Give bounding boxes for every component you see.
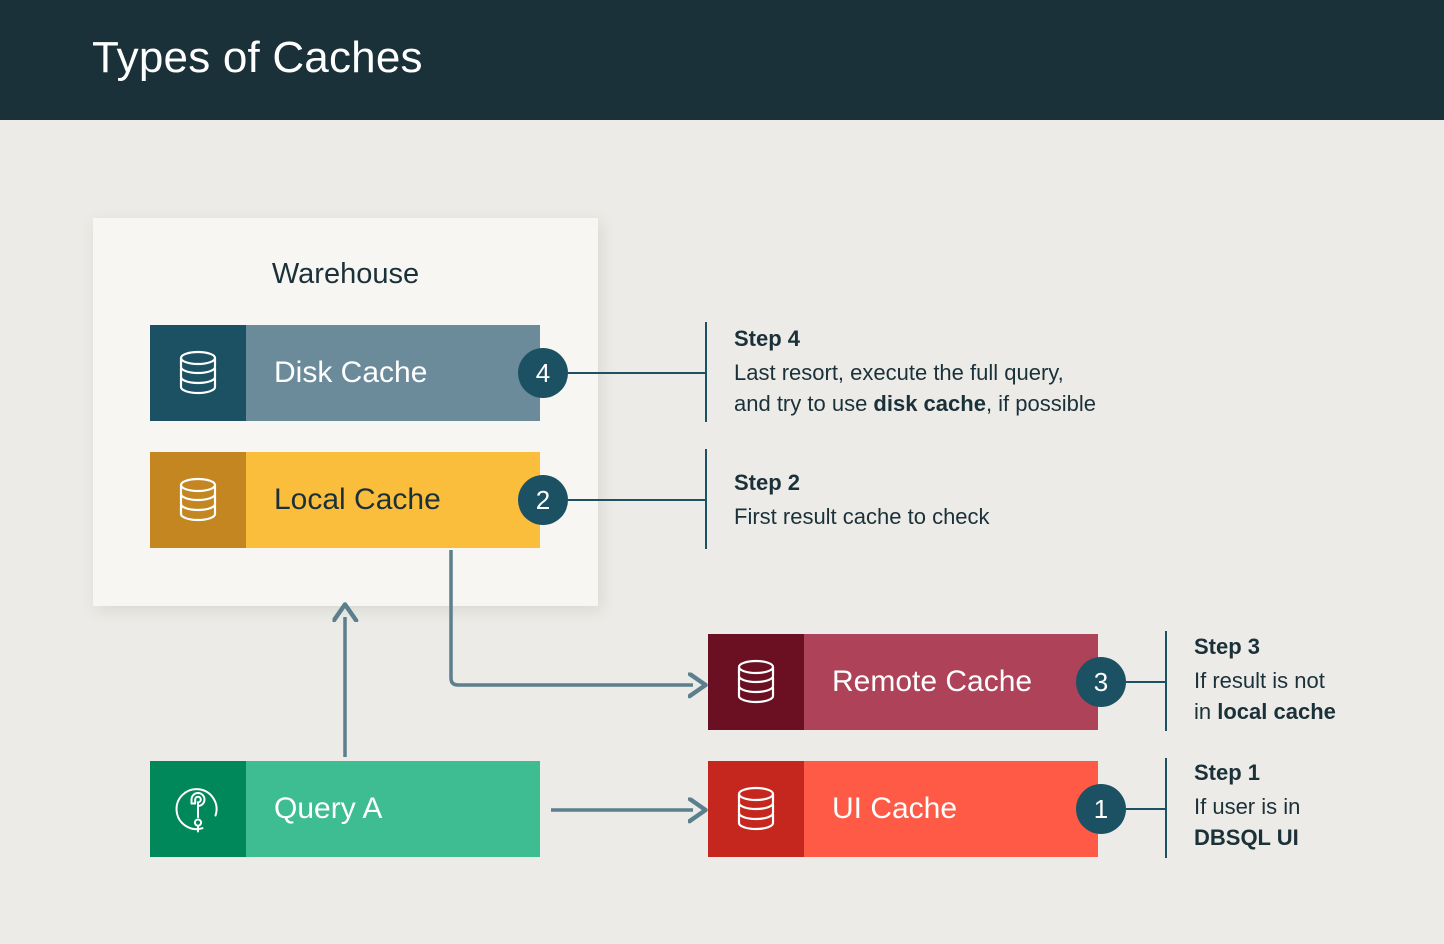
- step-4-heading: Step 4: [734, 326, 801, 351]
- page-title: Types of Caches: [92, 33, 423, 82]
- query-a-body: Query A: [246, 761, 540, 857]
- step-1-heading: Step 1: [1194, 760, 1261, 785]
- cache-bar-remote-cache[interactable]: Remote Cache: [708, 634, 1098, 730]
- step-3-line2-pre: in: [1194, 699, 1218, 725]
- step-3-heading: Step 3: [1194, 634, 1261, 659]
- step-description-1: Step 1 If user is in DBSQL UI: [1194, 760, 1444, 853]
- ui-cache-body: UI Cache: [804, 761, 1098, 857]
- leader-line-step-2-bracket: [705, 449, 707, 549]
- step-4-line1: Last resort, execute the full query,: [734, 360, 1064, 385]
- cache-bar-ui-cache[interactable]: UI Cache: [708, 761, 1098, 857]
- cache-bar-disk-cache[interactable]: Disk Cache: [150, 325, 540, 421]
- step-4-body: Last resort, execute the full query, and…: [734, 357, 1254, 419]
- leader-line-step-1-bracket: [1165, 758, 1167, 858]
- step-badge-1[interactable]: 1: [1076, 784, 1126, 834]
- disk-cache-icon-panel: [150, 325, 246, 421]
- leader-line-step-3-bracket: [1165, 631, 1167, 731]
- remote-cache-body: Remote Cache: [804, 634, 1098, 730]
- database-icon: [737, 659, 775, 704]
- step-3-line1: If result is not: [1194, 668, 1325, 693]
- step-badge-4[interactable]: 4: [518, 348, 568, 398]
- step-4-line2-post: , if possible: [985, 391, 1096, 417]
- step-2-line1: First result cache to check: [734, 504, 990, 529]
- remote-cache-label: Remote Cache: [832, 665, 1033, 698]
- step-badge-2[interactable]: 2: [518, 475, 568, 525]
- step-2-body: First result cache to check: [734, 501, 1154, 532]
- leader-line-step-1-horizontal: [1126, 808, 1166, 810]
- question-circle-icon: [175, 788, 218, 833]
- header-bar: Types of Caches: [0, 0, 1444, 120]
- step-badge-3[interactable]: 3: [1076, 657, 1126, 707]
- warehouse-label: Warehouse: [271, 258, 420, 290]
- disk-cache-label: Disk Cache: [274, 356, 428, 389]
- step-description-2: Step 2 First result cache to check: [734, 470, 1154, 532]
- database-icon: [179, 477, 217, 522]
- step-2-heading: Step 2: [734, 470, 801, 495]
- cache-bar-local-cache[interactable]: Local Cache: [150, 452, 540, 548]
- remote-cache-icon-panel: [708, 634, 804, 730]
- step-3-body: If result is not in local cache: [1194, 665, 1444, 727]
- step-3-line2-bold: local cache: [1217, 699, 1336, 725]
- diagram-canvas: Warehouse Disk Cache 4: [0, 120, 1444, 944]
- database-icon: [179, 350, 217, 395]
- ui-cache-label: UI Cache: [832, 792, 958, 825]
- leader-line-step-4-horizontal: [568, 372, 706, 374]
- step-description-3: Step 3 If result is not in local cache: [1194, 634, 1444, 727]
- step-1-line2-bold: DBSQL UI: [1194, 825, 1299, 851]
- step-4-line2-bold: disk cache: [873, 391, 986, 417]
- step-4-line2-pre: and try to use: [734, 391, 874, 417]
- leader-line-step-3-horizontal: [1126, 681, 1166, 683]
- ui-cache-icon-panel: [708, 761, 804, 857]
- disk-cache-body: Disk Cache: [246, 325, 540, 421]
- step-1-line1: If user is in: [1194, 794, 1301, 819]
- query-a-label: Query A: [274, 792, 383, 825]
- query-a-icon-panel: [150, 761, 246, 857]
- step-description-4: Step 4 Last resort, execute the full que…: [734, 326, 1254, 419]
- local-cache-label: Local Cache: [274, 483, 441, 516]
- step-1-body: If user is in DBSQL UI: [1194, 791, 1444, 853]
- local-cache-body: Local Cache: [246, 452, 540, 548]
- leader-line-step-4-bracket: [705, 322, 707, 422]
- database-icon: [737, 786, 775, 831]
- cache-bar-query-a[interactable]: Query A: [150, 761, 540, 857]
- local-cache-icon-panel: [150, 452, 246, 548]
- leader-line-step-2-horizontal: [568, 499, 706, 501]
